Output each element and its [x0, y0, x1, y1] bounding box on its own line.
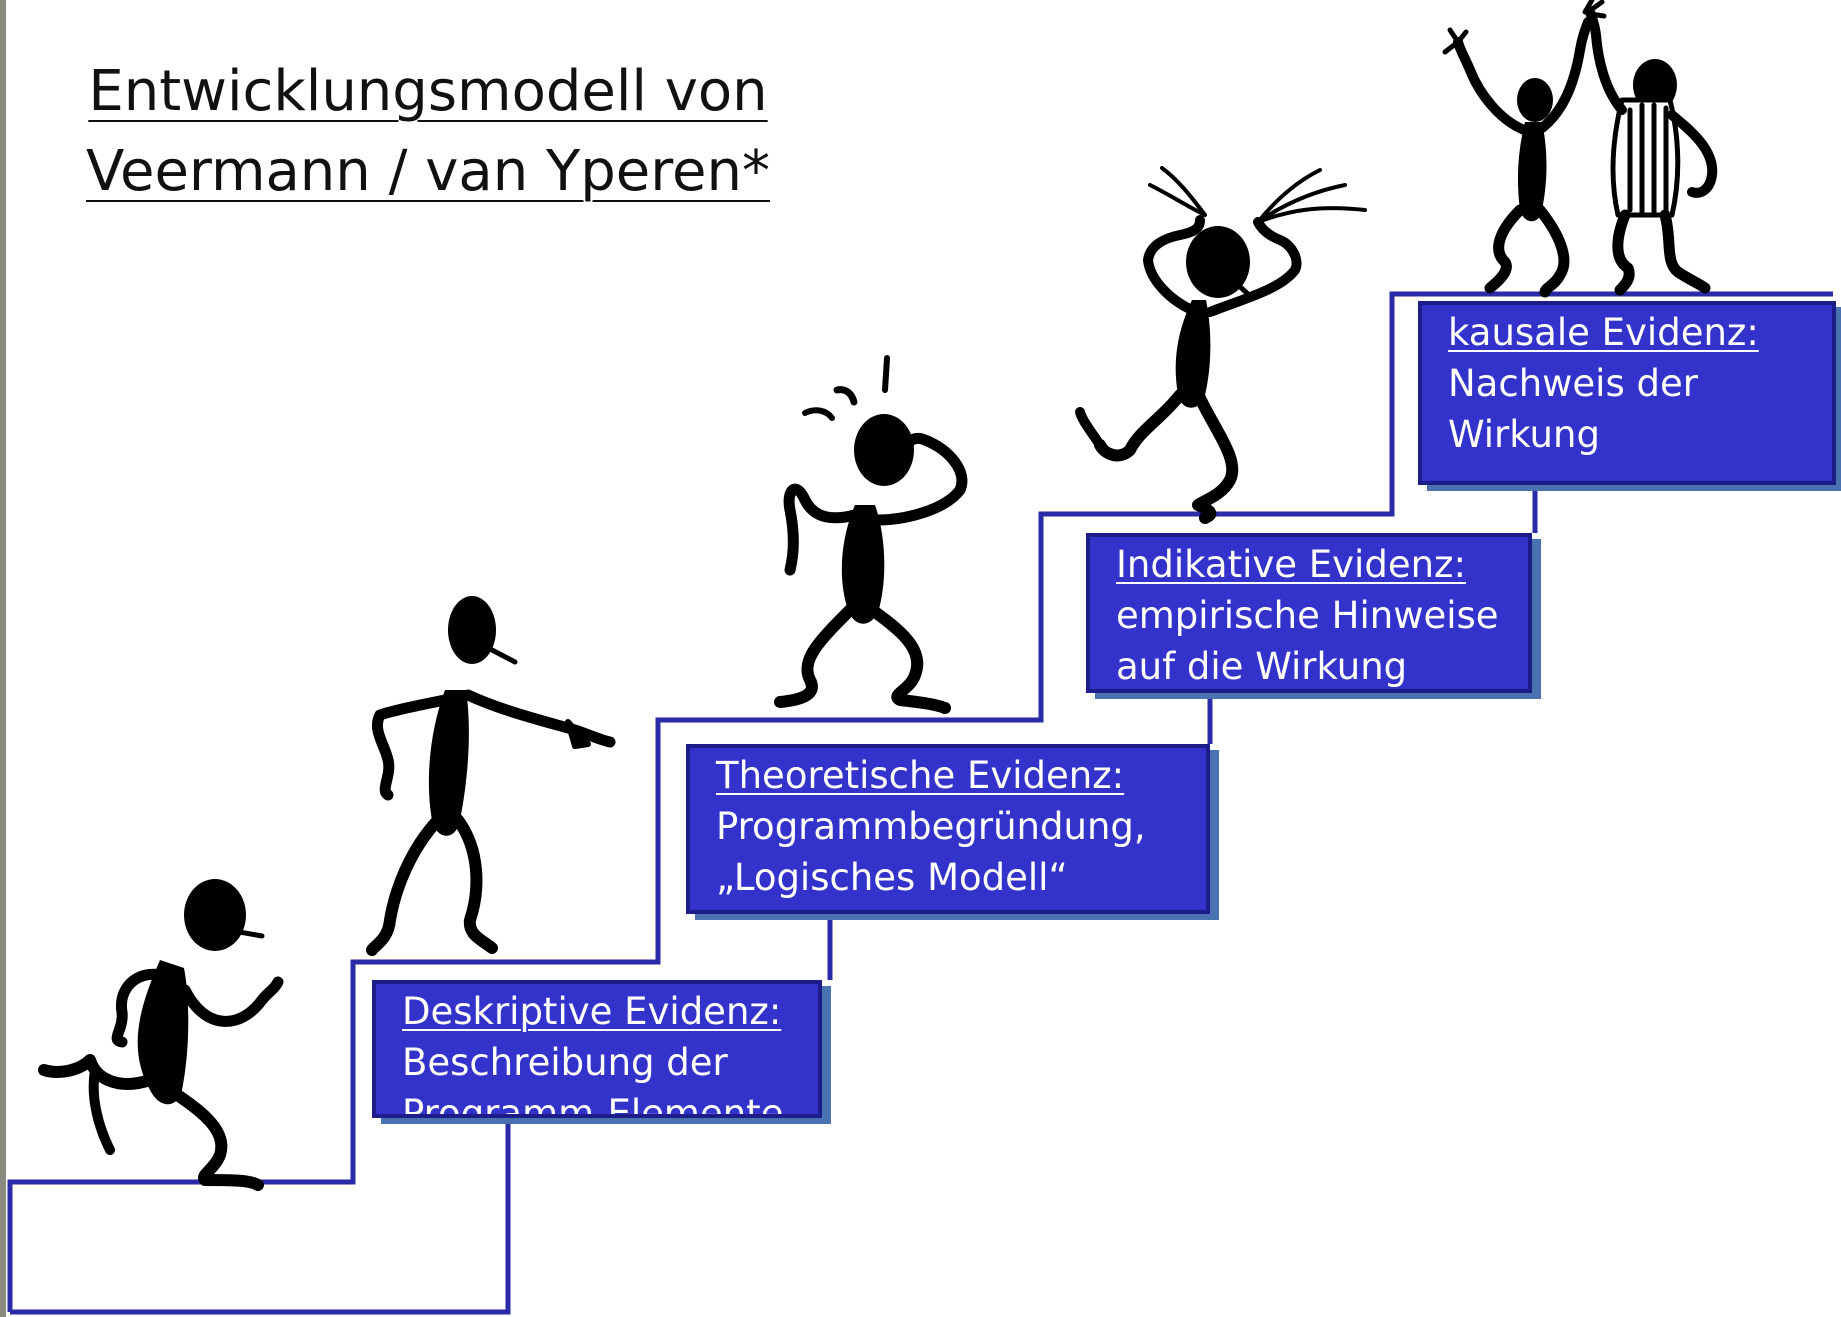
slide-edge [0, 0, 6, 1317]
step-description: Programmbegründung, „Logisches Modell“ [716, 805, 1146, 899]
step-heading: Theoretische Evidenz: [716, 754, 1125, 797]
step-heading: Indikative Evidenz: [1116, 543, 1466, 586]
diagram-title: Entwicklungsmodell von Veermann / van Yp… [78, 52, 778, 212]
step-description: Nachweis der Wirkung [1448, 362, 1698, 456]
step-box-theoretische: Theoretische Evidenz: Programmbegründung… [686, 744, 1210, 914]
stair-riser-1 [10, 1118, 511, 1315]
step-box-indikative: Indikative Evidenz: empirische Hinweise … [1086, 533, 1532, 693]
step-box-kausale: kausale Evidenz: Nachweis der Wirkung [1418, 301, 1836, 485]
title-line-2: Veermann / van Yperen* [86, 139, 770, 204]
step-description: Beschreibung der Programm-Elemente [402, 1041, 784, 1118]
step-heading: kausale Evidenz: [1448, 311, 1759, 354]
step-box-deskriptive: Deskriptive Evidenz: Beschreibung der Pr… [372, 980, 822, 1118]
title-line-1: Entwicklungsmodell von [88, 59, 768, 124]
step-description: empirische Hinweise auf die Wirkung [1116, 594, 1499, 688]
step-heading: Deskriptive Evidenz: [402, 990, 782, 1033]
